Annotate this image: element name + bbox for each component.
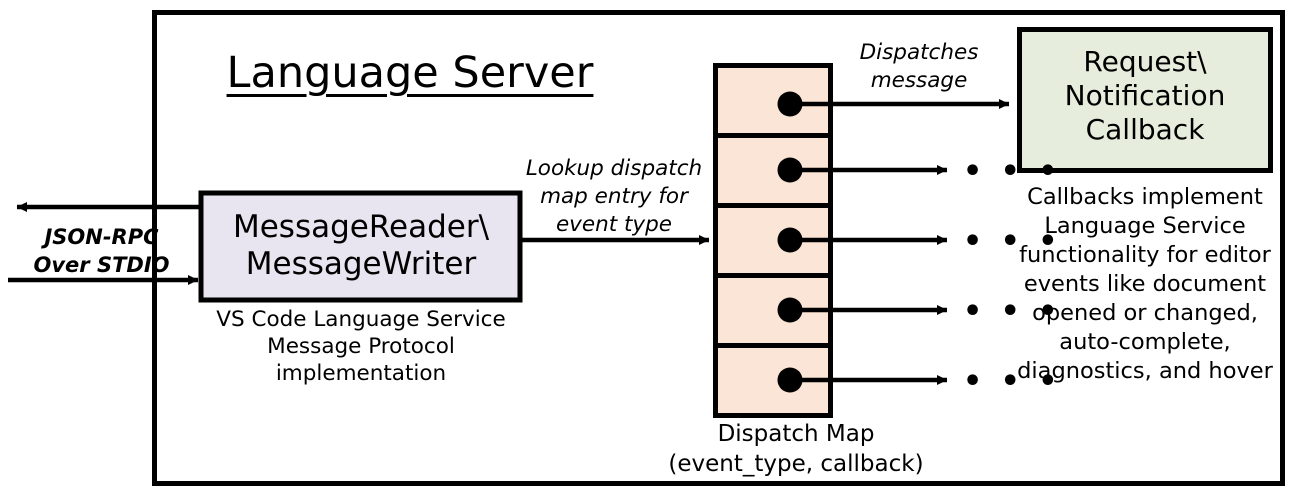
dispatch-row-3-ellipsis: • • • [963,224,1062,259]
dispatch-row-3-link [777,227,948,253]
message-reader-writer-caption: VS Code Language Service Message Protoco… [216,307,506,387]
dispatch-entry-dot [777,227,803,253]
dispatches-edge-label: Dispatches message [859,40,979,93]
page-title: Language Server [226,48,594,98]
dispatch-entry-dot [777,157,803,183]
message-reader-writer-label: MessageReader\ MessageWriter [232,209,490,282]
request-notification-callback-box [1017,27,1273,173]
dispatch-map-row [713,63,833,138]
lookup-edge-label: Lookup dispatch map entry for event type [525,156,703,237]
language-server-boundary [152,10,1285,486]
callback-caption: Callbacks implement Language Service fun… [1017,184,1273,385]
callback-box-label: Request\ Notification Callback [1064,45,1226,147]
dispatch-row-2-link [777,157,948,183]
dispatch-map-table [713,63,833,418]
message-reader-writer-box [198,190,523,303]
dispatch-row-4-ellipsis: • • • [963,294,1062,329]
dispatch-entry-dot [777,297,803,323]
transport-edge-label: JSON-RPC Over STDIO [33,225,170,277]
dispatch-row-2-ellipsis: • • • [963,154,1062,189]
dispatch-row-4-link [777,297,948,323]
dispatch-map-caption: Dispatch Map (event_type, callback) [668,421,924,477]
dispatch-row-5-ellipsis: • • • [963,364,1062,399]
dispatch-entry-dot [777,91,803,117]
dispatch-row-5-link [777,367,948,393]
dispatch-entry-dot [777,367,803,393]
dispatch-row-1-link [777,91,1010,117]
